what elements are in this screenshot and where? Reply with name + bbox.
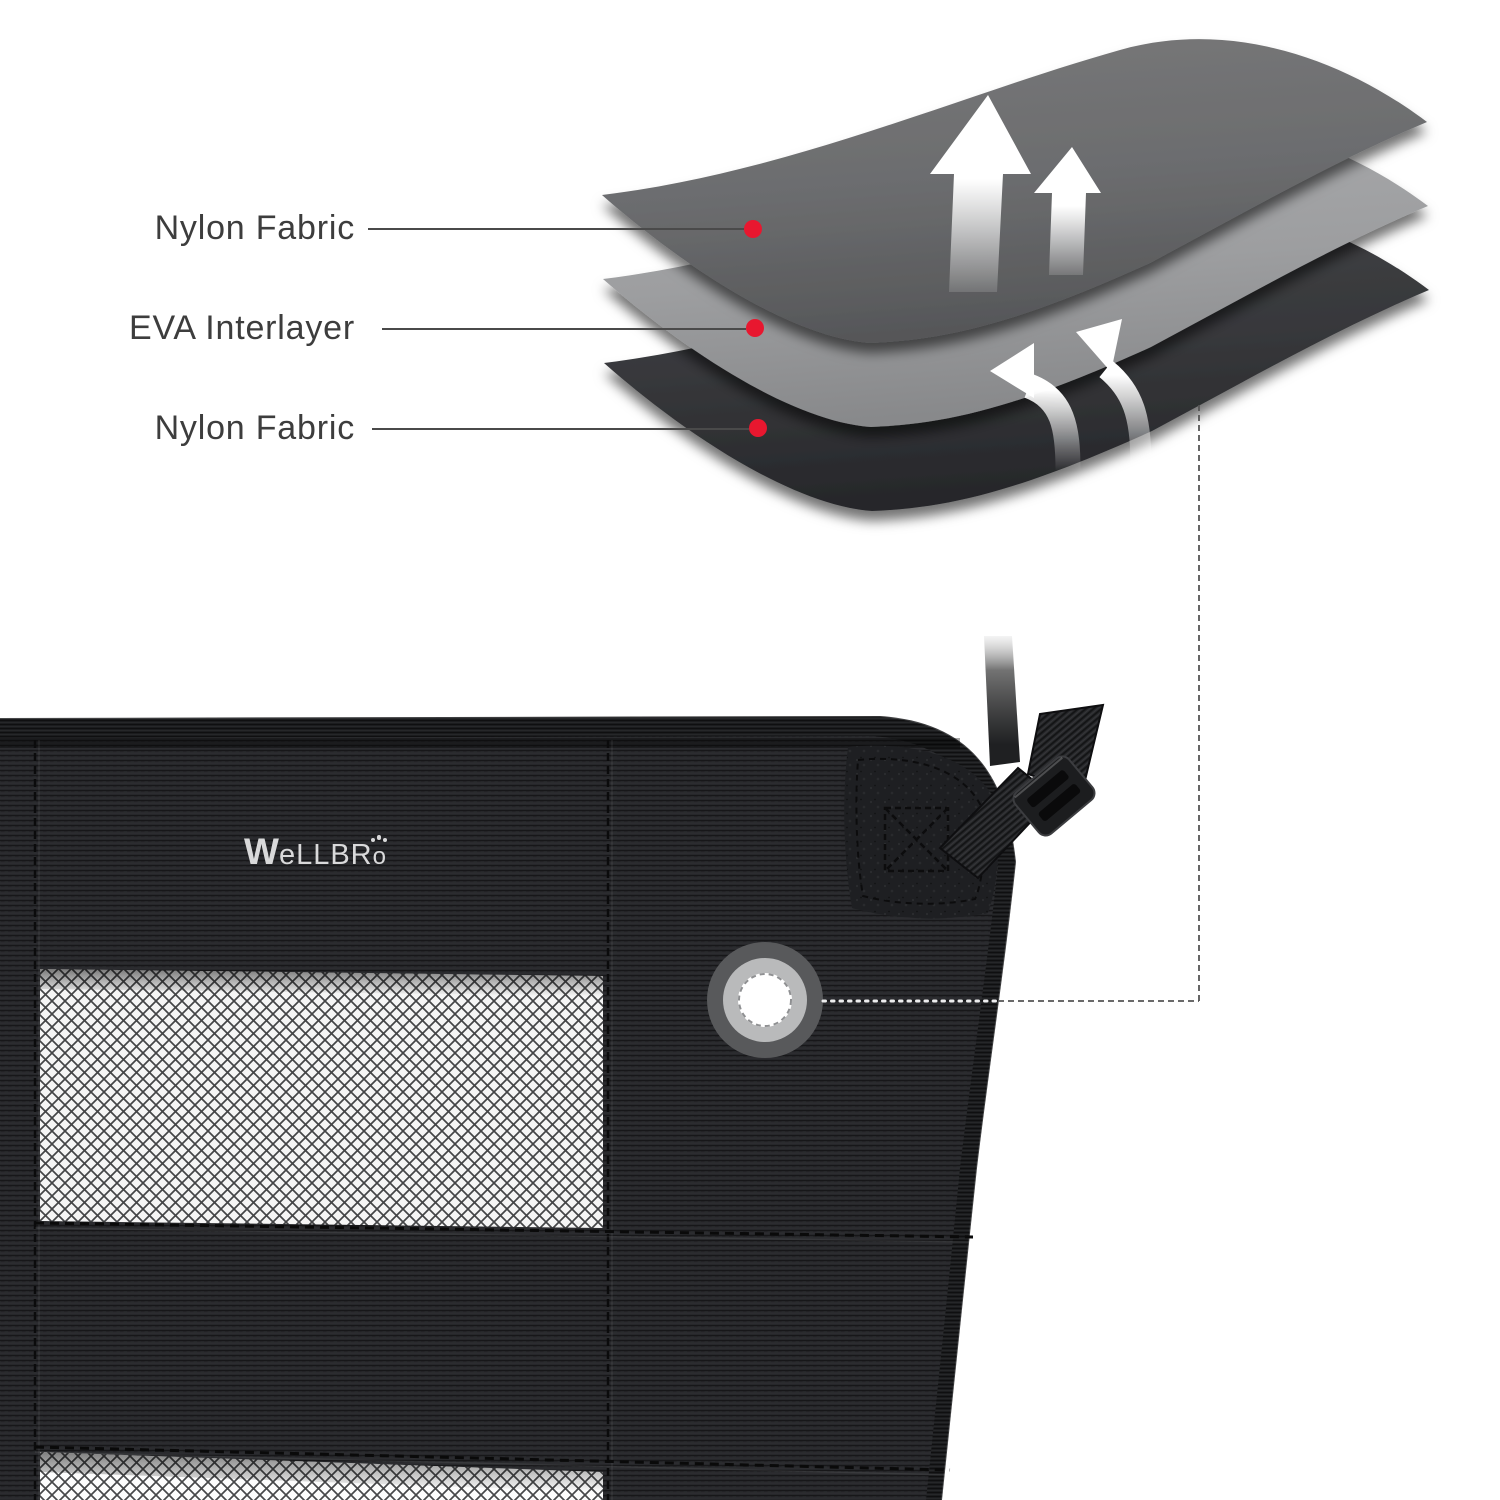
grommet-to-layer-connector — [821, 405, 1200, 1003]
leather-corner-patch — [844, 745, 999, 919]
material-layers-diagram — [368, 39, 1429, 511]
callout-dot-top — [744, 220, 762, 238]
airflow-up-arrow-large — [930, 95, 1031, 292]
callout-leader-lines — [368, 228, 749, 430]
brand-logo-o: o — [373, 835, 386, 871]
layer-label-bottom: Nylon Fabric — [154, 409, 355, 447]
brand-logo: WeLLBRo — [244, 831, 404, 872]
product-photo — [0, 636, 1105, 1500]
layer-label-top: Nylon Fabric — [154, 209, 355, 247]
callout-dot-middle — [746, 319, 764, 337]
layer-label-middle: EVA Interlayer — [128, 309, 355, 347]
airflow-curved-arrow-left — [990, 343, 1081, 471]
brand-logo-w: W — [244, 831, 279, 872]
callout-dots — [744, 220, 767, 437]
mesh-window-lower — [40, 1452, 603, 1500]
callout-dot-bottom — [749, 419, 767, 437]
strap-free-end — [984, 636, 1020, 766]
airflow-up-arrow-small — [1034, 147, 1101, 275]
vertical-seams — [33, 740, 613, 1500]
brand-logo-mid: eLLBR — [278, 839, 373, 871]
horizontal-seams — [34, 1221, 974, 1476]
buckle-icon — [1012, 755, 1096, 837]
grommet — [707, 942, 823, 1058]
paw-icon — [376, 835, 381, 839]
mesh-window-upper — [40, 969, 603, 1228]
airflow-curved-arrow-right — [1076, 319, 1152, 471]
